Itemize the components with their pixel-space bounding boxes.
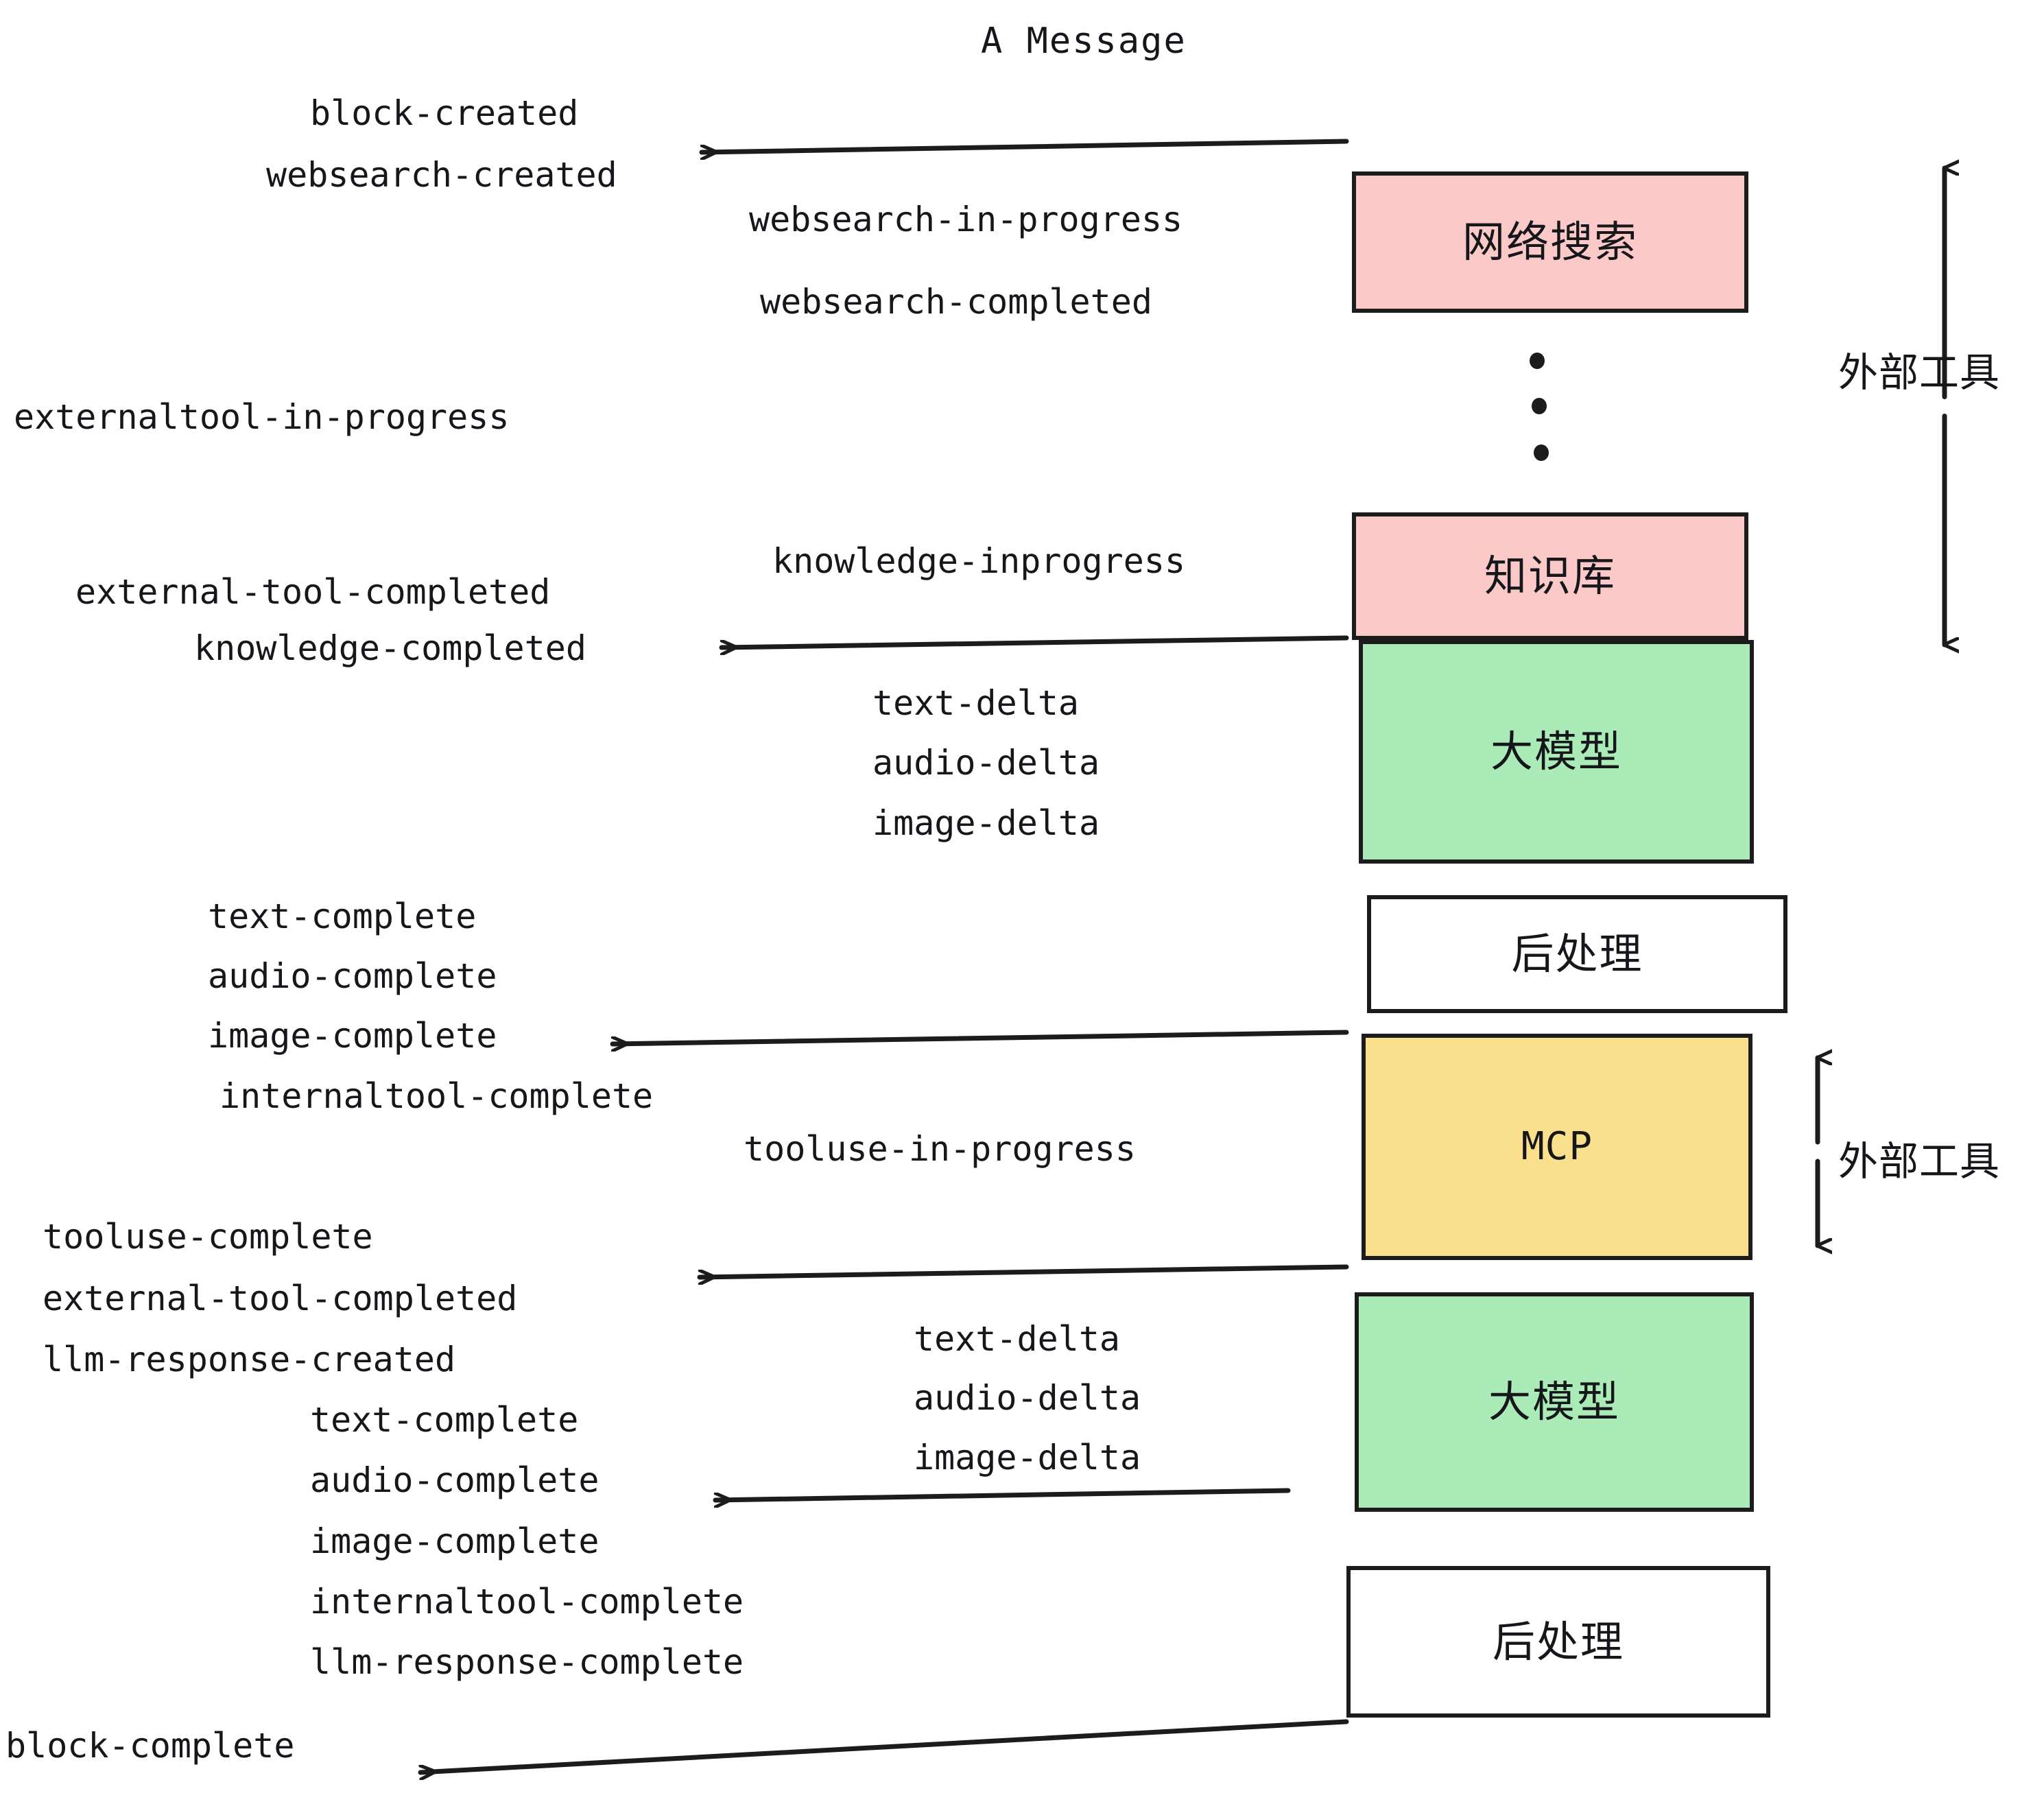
event-label-text-delta-2: text-delta [914,1319,1121,1359]
event-label-knowledge-completed: knowledge-completed [194,628,586,668]
event-label-text-complete-1: text-complete [208,897,477,936]
event-label-external-tool-completed-1: external-tool-completed [75,572,551,612]
event-label-llm-response-complete: llm-response-complete [310,1642,744,1682]
ellipsis-dot-3 [1534,444,1549,461]
box-websearch: 网络搜索 [1352,171,1748,313]
box-label-mcp: MCP [1521,1124,1593,1169]
event-label-tooluse-in-progress: tooluse-in-progress [744,1129,1136,1169]
event-label-audio-delta-2: audio-delta [914,1378,1141,1418]
box-label-llm-1: 大模型 [1490,726,1622,776]
box-postprocess-1: 后处理 [1367,895,1787,1013]
box-label-llm-2: 大模型 [1488,1377,1620,1427]
arrow-block-created [699,139,1349,152]
event-label-knowledge-inprogress: knowledge-inprogress [772,541,1186,581]
page-title: A Message [981,21,1187,62]
box-label-postprocess-2: 后处理 [1492,1616,1624,1667]
event-label-block-created: block-created [310,93,579,133]
arrow-image-complete [610,1030,1349,1044]
event-label-audio-delta-1: audio-delta [872,743,1100,783]
event-label-image-delta-1: image-delta [872,803,1100,843]
event-label-externaltool-in-progress: externaltool-in-progress [14,397,510,437]
event-label-websearch-completed: websearch-completed [760,282,1152,322]
box-label-websearch: 网络搜索 [1462,217,1638,267]
event-label-block-complete: block-complete [5,1726,295,1766]
ellipsis-dot-2 [1532,398,1547,414]
arrow-audio-complete [713,1488,1291,1500]
box-llm-2: 大模型 [1355,1292,1754,1512]
bracket-label-external-tool-bottom: 外部工具 [1838,1138,2001,1185]
arrow-knowledge-done [719,635,1349,648]
event-label-text-complete-2: text-complete [310,1400,579,1440]
event-label-audio-complete-1: audio-complete [208,956,497,996]
event-label-image-complete-1: image-complete [208,1016,497,1056]
box-label-knowledge: 知识库 [1484,551,1616,601]
event-label-image-delta-2: image-delta [914,1438,1141,1477]
event-label-llm-response-created: llm-response-created [43,1340,456,1379]
event-label-audio-complete-2: audio-complete [310,1460,599,1500]
event-label-websearch-in-progress: websearch-in-progress [749,200,1183,239]
box-knowledge: 知识库 [1352,512,1748,640]
box-postprocess-2: 后处理 [1346,1566,1770,1718]
arrow-block-complete [418,1719,1349,1772]
box-llm-1: 大模型 [1359,640,1754,864]
box-label-postprocess-1: 后处理 [1511,929,1643,979]
event-label-internaltool-complete-2: internaltool-complete [310,1582,744,1622]
event-label-text-delta-1: text-delta [872,683,1080,723]
ellipsis-dot-1 [1530,353,1545,369]
arrow-tooluse-complete [697,1264,1349,1277]
event-label-external-tool-completed-2: external-tool-completed [43,1279,518,1318]
bracket-label-external-tool-top: 外部工具 [1838,349,2001,396]
event-label-tooluse-complete: tooluse-complete [43,1217,373,1257]
box-mcp: MCP [1362,1034,1752,1260]
event-label-websearch-created: websearch-created [266,155,617,195]
event-label-internaltool-complete-1: internaltool-complete [219,1076,654,1116]
event-label-image-complete-2: image-complete [310,1521,599,1561]
